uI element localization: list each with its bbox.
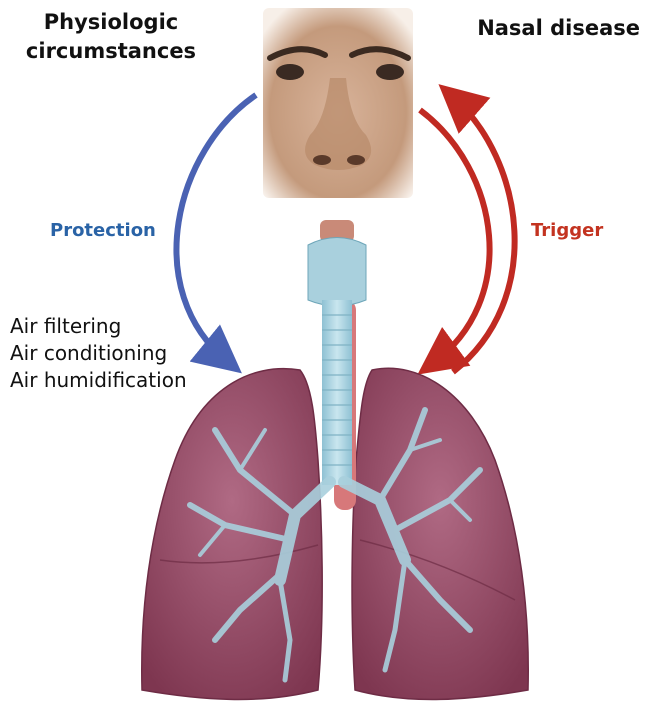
right-lung (352, 368, 528, 699)
protection-arrow (176, 95, 256, 362)
heading-line-2: circumstances (20, 37, 202, 66)
lungs-illustration (142, 220, 528, 699)
trigger-label: Trigger (531, 220, 603, 241)
function-item: Air humidification (10, 367, 187, 394)
function-item: Air conditioning (10, 340, 187, 367)
nose-face-illustration (263, 8, 413, 198)
function-item: Air filtering (10, 313, 187, 340)
airway-functions-list: Air filtering Air conditioning Air humid… (10, 313, 187, 394)
protection-label: Protection (50, 220, 156, 241)
heading-line-1: Physiologic (20, 8, 202, 37)
physiologic-circumstances-heading: Physiologic circumstances (20, 8, 202, 66)
trigger-arrow-down (420, 110, 490, 364)
nasal-disease-heading: Nasal disease (477, 14, 640, 43)
